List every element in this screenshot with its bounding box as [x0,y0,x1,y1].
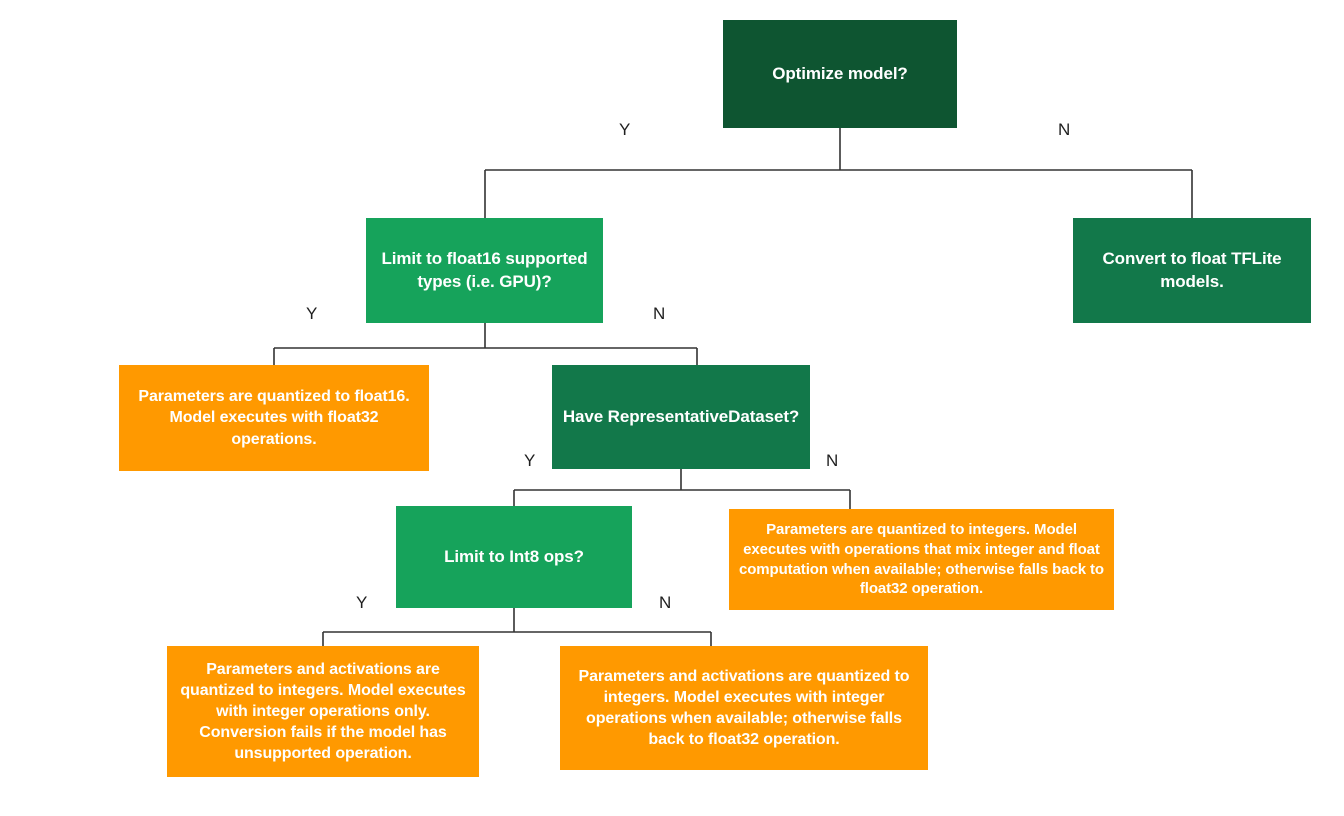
node-label: Parameters and activations are quantized… [180,660,466,763]
node-label: Parameters and activations are quantized… [578,667,910,749]
edge-label-e1y: Y [619,120,631,139]
node-label: Limit to float16 supported types (i.e. G… [381,249,588,291]
node-mixed_result: Parameters are quantized to integers. Mo… [729,509,1114,610]
node-convert_float: Convert to float TFLite models. [1073,218,1311,323]
node-float16: Limit to float16 supported types (i.e. G… [366,218,603,323]
node-label: Parameters are quantized to float16. Mod… [138,388,410,448]
connector-c-optimize [484,128,1193,218]
node-repdataset: Have RepresentativeDataset? [552,365,810,469]
edge-label-e3n: N [826,451,839,470]
edge-label-e4n: N [659,593,672,612]
node-label: Parameters are quantized to integers. Mo… [739,520,1104,598]
node-int8ops: Limit to Int8 ops? [396,506,632,608]
node-label: Optimize model? [772,63,908,83]
connector-c-int8 [322,608,712,646]
edge-label-e4y: Y [356,593,368,612]
node-label: Convert to float TFLite models. [1102,249,1282,291]
connector-c-repdataset [513,469,851,509]
node-int_only_result: Parameters and activations are quantized… [167,646,479,777]
edge-label-e2y: Y [306,304,318,323]
connector-c-float16 [273,323,698,365]
node-label: Have RepresentativeDataset? [562,406,800,426]
edge-label-e1n: N [1058,120,1071,139]
edge-label-e3y: Y [524,451,536,470]
node-label: Limit to Int8 ops? [444,546,584,566]
node-optimize: Optimize model? [723,20,957,128]
node-int_fallback_result: Parameters and activations are quantized… [560,646,928,770]
edge-label-e2n: N [653,304,666,323]
node-float16_result: Parameters are quantized to float16. Mod… [119,365,429,471]
